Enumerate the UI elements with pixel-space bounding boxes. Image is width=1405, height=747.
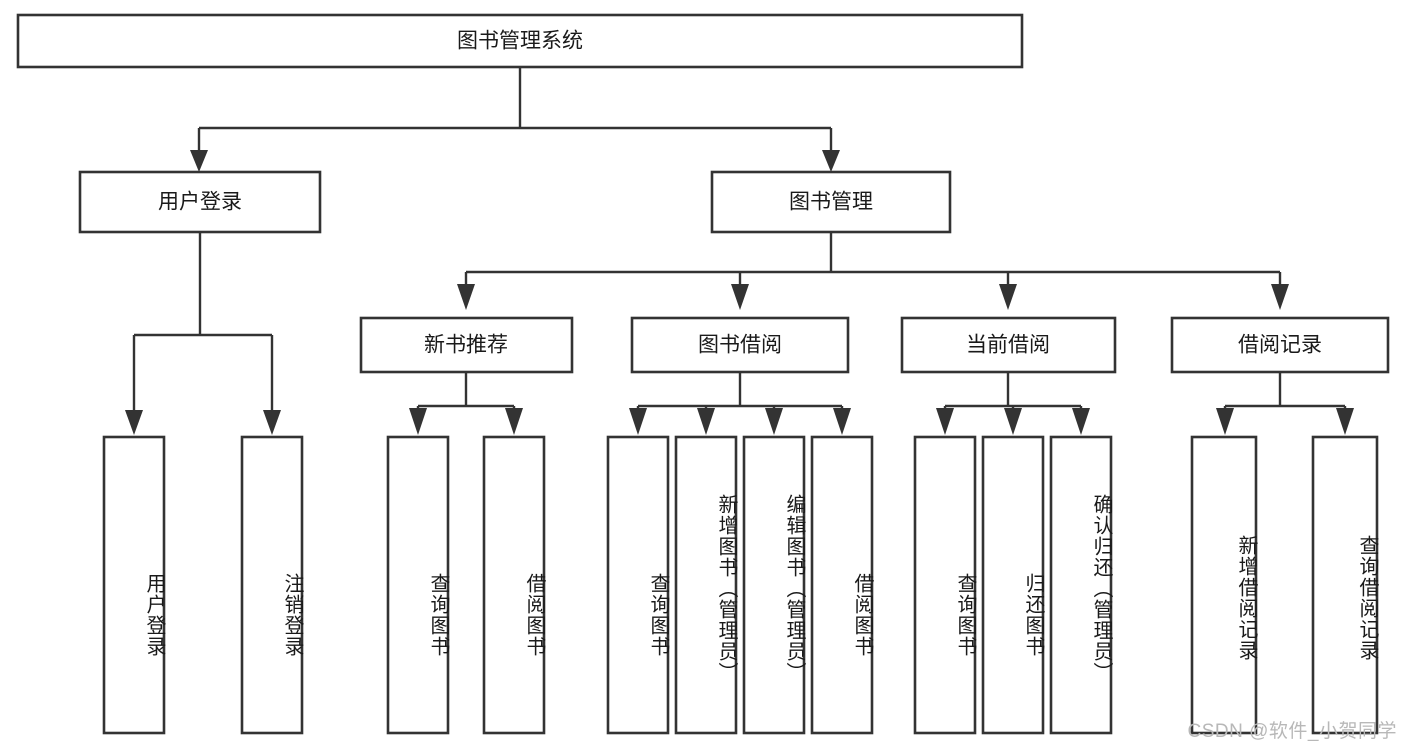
leaf-user-login-box[interactable]	[102, 435, 166, 735]
arrow-to-current-borrow-icon	[999, 284, 1017, 310]
arrow-book-borrow-c3-icon	[765, 408, 783, 435]
user-login-label: 用户登录	[158, 191, 242, 214]
root-box[interactable]	[16, 13, 1024, 69]
arrow-borrow-record-r-icon	[1336, 408, 1354, 435]
borrow-record-label: 借阅记录	[1238, 334, 1322, 357]
arrow-current-borrow-c1-icon	[936, 408, 954, 435]
leaf-add-record-box[interactable]	[1190, 435, 1258, 735]
arrow-to-book-borrow-icon	[731, 284, 749, 310]
borrow-record-box[interactable]	[1170, 316, 1390, 374]
node-borrow-record[interactable]: 借阅记录	[1170, 316, 1390, 374]
root-label: 图书管理系统	[457, 30, 583, 53]
node-root[interactable]: 图书管理系统	[16, 13, 1024, 69]
leaf-query-book-1-box[interactable]	[386, 435, 450, 735]
node-new-book-rec[interactable]: 新书推荐	[359, 316, 574, 374]
arrow-user-login-left-icon	[125, 410, 143, 435]
arrow-current-borrow-c3-icon	[1072, 408, 1090, 435]
leaf-edit-book-box[interactable]	[742, 435, 806, 735]
arrow-root-to-book-manage-icon	[822, 150, 840, 172]
book-manage-box[interactable]	[710, 170, 952, 234]
arrow-book-borrow-c2-icon	[697, 408, 715, 435]
leaf-borrow-book-1-box[interactable]	[482, 435, 546, 735]
arrow-book-borrow-c1-icon	[629, 408, 647, 435]
leaf-query-record-box[interactable]	[1311, 435, 1379, 735]
leaf-query-book-2-box[interactable]	[606, 435, 670, 735]
arrow-root-to-user-login-icon	[190, 150, 208, 172]
node-book-borrow[interactable]: 图书借阅	[630, 316, 850, 374]
book-manage-label: 图书管理	[789, 191, 873, 214]
arrow-book-borrow-c4-icon	[833, 408, 851, 435]
book-borrow-label: 图书借阅	[698, 334, 782, 357]
leaf-confirm-return-box[interactable]	[1049, 435, 1113, 735]
node-user-login[interactable]: 用户登录	[78, 170, 322, 234]
csdn-watermark: CSDN @软件_小贺同学	[1187, 721, 1397, 742]
leaf-user-logout-box[interactable]	[240, 435, 304, 735]
arrow-current-borrow-c2-icon	[1004, 408, 1022, 435]
book-borrow-box[interactable]	[630, 316, 850, 374]
leaf-return-book-box[interactable]	[981, 435, 1045, 735]
current-borrow-box[interactable]	[900, 316, 1117, 374]
arrow-user-login-right-icon	[263, 410, 281, 435]
new-book-rec-label: 新书推荐	[424, 334, 508, 357]
leaf-add-book-box[interactable]	[674, 435, 738, 735]
arrow-to-new-book-icon	[457, 284, 475, 310]
current-borrow-label: 当前借阅	[966, 334, 1050, 357]
arrow-to-borrow-record-icon	[1271, 284, 1289, 310]
arrow-new-book-l-icon	[409, 408, 427, 435]
node-book-manage[interactable]: 图书管理	[710, 170, 952, 234]
arrow-new-book-r-icon	[505, 408, 523, 435]
leaf-borrow-book-2-box[interactable]	[810, 435, 874, 735]
leaf-query-book-3-box[interactable]	[913, 435, 977, 735]
new-book-rec-box[interactable]	[359, 316, 574, 374]
arrow-borrow-record-l-icon	[1216, 408, 1234, 435]
node-current-borrow[interactable]: 当前借阅	[900, 316, 1117, 374]
